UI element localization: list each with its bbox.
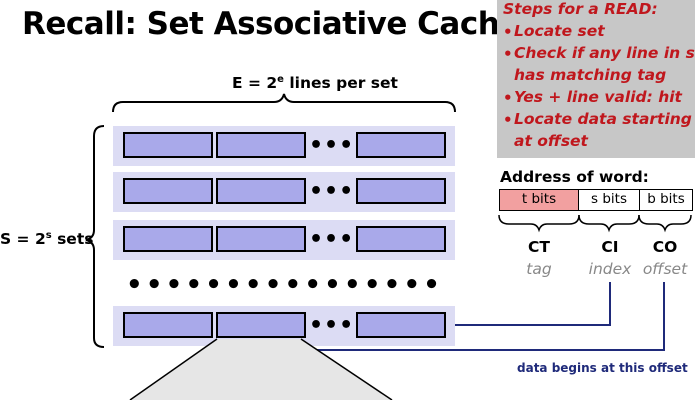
ellipsis-dots: •••• — [309, 133, 370, 158]
index-connector — [455, 282, 611, 326]
ellipsis-dots: •••• — [309, 179, 370, 204]
more-sets-dots: •••••••••••••••• — [126, 270, 444, 300]
tag-brace — [498, 214, 580, 233]
read-steps-heading: Steps for a READ: — [503, 0, 658, 18]
offset-bits-cell: b bits — [639, 189, 693, 211]
bullet-icon: • — [503, 23, 513, 41]
bullet-icon: • — [503, 45, 513, 63]
cache-line — [216, 226, 306, 252]
zoom-triangle — [130, 339, 392, 400]
bullet-icon: • — [503, 111, 513, 129]
index-name: index — [588, 260, 632, 278]
cache-line — [356, 226, 446, 252]
offset-name: offset — [642, 260, 688, 278]
step-locate-data-line2: at offset — [514, 132, 588, 150]
cache-line — [356, 132, 446, 158]
read-steps-panel: Steps for a READ: • Locate set • Check i… — [497, 0, 695, 158]
zoom-edge-right — [300, 338, 393, 400]
tag-bits-cell: t bits — [499, 189, 579, 211]
ellipsis-dots: •••• — [309, 313, 370, 338]
cache-set-0: •••• — [113, 126, 455, 166]
offset-caption: data begins at this offset — [517, 361, 688, 375]
offset-brace — [638, 214, 692, 233]
ci-label: CI — [601, 238, 619, 256]
cache-line — [216, 132, 306, 158]
address-title: Address of word: — [500, 168, 649, 186]
lines-brace — [112, 93, 456, 113]
index-brace — [578, 214, 640, 233]
cache-line — [216, 178, 306, 204]
cache-line — [123, 226, 213, 252]
cache-set-2: •••• — [113, 220, 455, 260]
ellipsis-dots: •••• — [309, 227, 370, 252]
cache-line — [123, 132, 213, 158]
cache-line — [123, 178, 213, 204]
page-title: Recall: Set Associative Cache — [22, 6, 520, 42]
co-label: CO — [652, 238, 678, 256]
step-check-tag-line1: Check if any line in set — [514, 44, 695, 62]
sets-brace — [85, 125, 105, 348]
step-check-tag-line2: has matching tag — [514, 66, 667, 84]
step-hit: Yes + line valid: hit — [514, 88, 682, 106]
cache-line — [356, 178, 446, 204]
tag-name: tag — [526, 260, 552, 278]
cache-line — [356, 312, 446, 338]
cache-line-selected — [216, 312, 306, 338]
cache-set-1: •••• — [113, 172, 455, 212]
lines-per-set-label: E = 2e lines per set — [232, 74, 398, 93]
ct-label: CT — [528, 238, 550, 256]
cache-line — [123, 312, 213, 338]
bullet-icon: • — [503, 89, 513, 107]
step-locate-data-line1: Locate data starting — [514, 110, 692, 128]
sets-count-label: S = 2s sets — [0, 230, 94, 249]
step-locate-set: Locate set — [514, 22, 605, 40]
zoom-edge-left — [129, 338, 218, 400]
